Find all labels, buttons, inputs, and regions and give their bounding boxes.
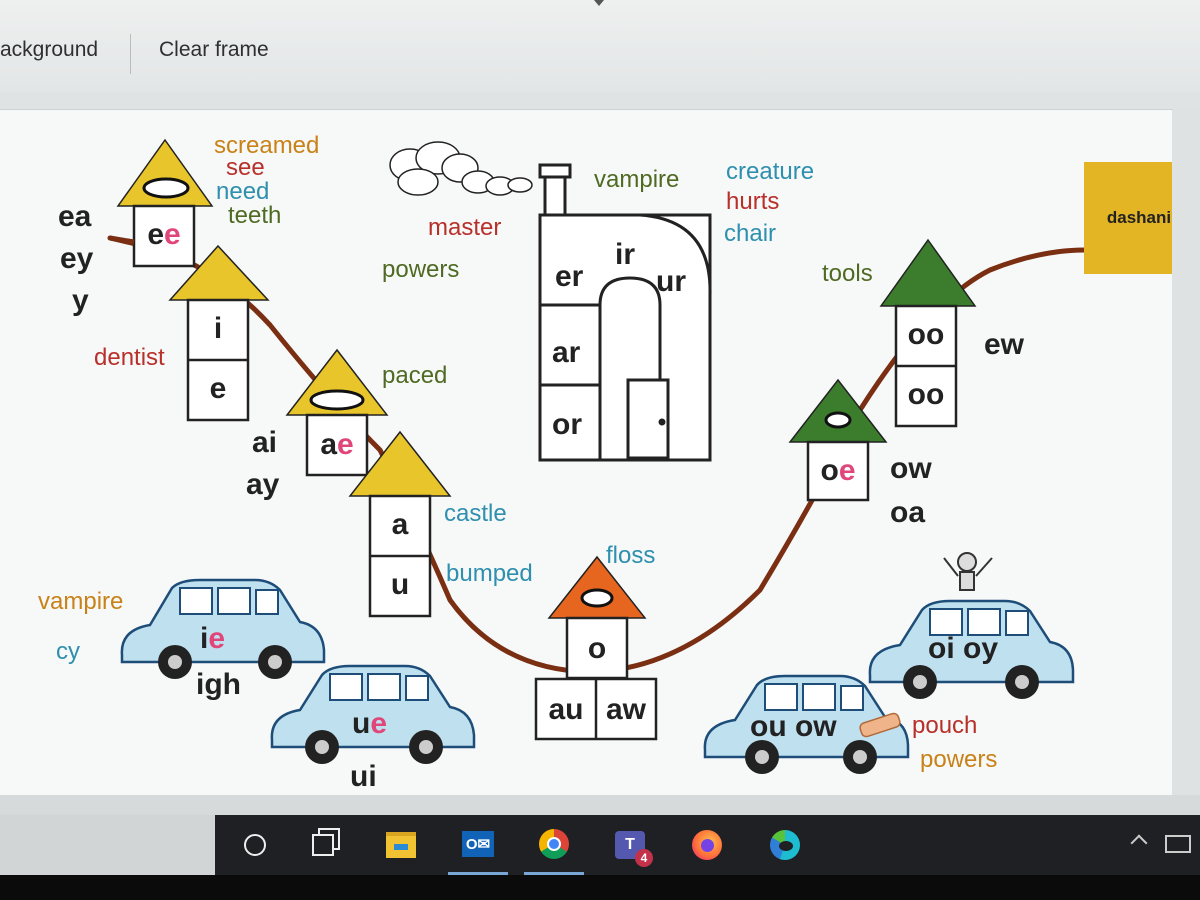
ur-cell: ur — [656, 265, 686, 298]
screen-bezel — [0, 875, 1200, 900]
word-castle: castle — [444, 500, 507, 527]
word-powers-right: powers — [920, 746, 998, 773]
oi-oy-car — [868, 552, 1075, 699]
a-cell: a — [391, 508, 409, 541]
firefox-icon[interactable] — [677, 815, 737, 875]
sticky-note[interactable]: dashani — [1106, 208, 1172, 227]
word-master: master — [428, 214, 502, 241]
notification-icon[interactable] — [1165, 835, 1191, 853]
teams-badge: 4 — [635, 849, 653, 867]
word-paced: paced — [382, 362, 448, 389]
word-chair: chair — [724, 220, 777, 247]
oa-label: oa — [890, 496, 926, 529]
jamboard-frame[interactable]: ee i e ae a u o au aw oe oo oo er ir ur … — [0, 110, 1172, 795]
e-cell: e — [209, 372, 227, 405]
ae-cell: ae — [320, 428, 354, 461]
chevron-up-icon[interactable] — [1130, 834, 1148, 852]
chrome-icon[interactable] — [524, 815, 584, 875]
word-floss: floss — [606, 542, 656, 569]
ew-label: ew — [984, 328, 1025, 361]
word-creature: creature — [726, 158, 815, 185]
word-hurts: hurts — [726, 188, 780, 215]
ui-label: ui — [350, 760, 377, 793]
ee-house — [109, 138, 214, 268]
oe-house — [788, 378, 888, 502]
oo-short-cell: oo — [907, 378, 945, 411]
ow-label: ow — [890, 452, 932, 485]
or-cell: or — [552, 408, 582, 441]
clear-frame-button[interactable]: Clear frame — [159, 38, 269, 61]
y-label: y — [72, 284, 89, 317]
canvas-bottom — [0, 795, 1200, 815]
i-cell: i — [213, 312, 223, 345]
u-cell: u — [390, 568, 410, 601]
word-powers-left: powers — [382, 256, 460, 283]
word-dentist: dentist — [94, 344, 165, 371]
a-u-house — [348, 430, 452, 618]
file-explorer-icon[interactable] — [371, 815, 431, 875]
background-button[interactable]: ackground — [0, 38, 99, 61]
phonics-road-drawing — [107, 138, 1172, 774]
menu-separator — [130, 34, 131, 74]
au-cell: au — [548, 693, 584, 726]
ir-cell: ir — [615, 238, 636, 271]
word-vampire-left: vampire — [38, 588, 124, 615]
ue-car — [270, 664, 476, 764]
oi-oy-car-label: oi oy — [928, 632, 999, 665]
task-view-icon[interactable] — [293, 815, 353, 875]
word-teeth: teeth — [228, 202, 282, 229]
taskbar-left-area — [0, 815, 215, 875]
ee-cell: ee — [147, 218, 181, 251]
word-see: see — [226, 154, 265, 181]
ai-label: ai — [252, 426, 278, 459]
ou-ow-car-label: ou ow — [750, 710, 837, 743]
big-house — [538, 163, 712, 462]
side-gutter — [1172, 110, 1200, 815]
o-house — [534, 555, 658, 741]
er-cell: er — [555, 260, 584, 293]
ae-house — [285, 348, 389, 477]
word-pouch: pouch — [912, 712, 978, 739]
windows-taskbar: O✉ T 4 — [215, 815, 1200, 875]
ie-car — [120, 578, 326, 679]
ue-car-label: ue — [352, 707, 388, 740]
word-need: need — [216, 178, 270, 205]
word-cy: cy — [56, 638, 80, 665]
cortana-icon[interactable] — [225, 815, 285, 875]
ey-label: ey — [60, 242, 94, 275]
edge-icon[interactable] — [755, 815, 815, 875]
aw-cell: aw — [605, 693, 647, 726]
ou-ow-car — [703, 674, 910, 774]
ea-label: ea — [58, 200, 92, 233]
i-e-house — [168, 244, 270, 422]
word-tools: tools — [822, 260, 873, 287]
sticky-note-bg — [1084, 162, 1172, 274]
oo-house — [879, 238, 977, 428]
menu-bar: ackground Clear frame — [0, 0, 1200, 92]
frame-gap — [0, 92, 1200, 110]
outlook-icon[interactable]: O✉ — [448, 815, 508, 875]
oe-cell: oe — [820, 454, 856, 487]
word-screamed: screamed — [214, 132, 320, 159]
word-bumped: bumped — [446, 560, 533, 587]
smoke-cloud — [389, 141, 533, 196]
ar-cell: ar — [552, 336, 581, 369]
chevron-down-icon[interactable] — [594, 0, 604, 6]
ie-car-label: ie — [200, 622, 226, 655]
ay-label: ay — [246, 468, 280, 501]
oo-long-cell: oo — [907, 318, 945, 351]
teams-icon[interactable]: T 4 — [600, 815, 660, 875]
o-cell: o — [587, 632, 607, 665]
igh-label: igh — [196, 668, 241, 701]
word-vampire-top: vampire — [594, 166, 680, 193]
